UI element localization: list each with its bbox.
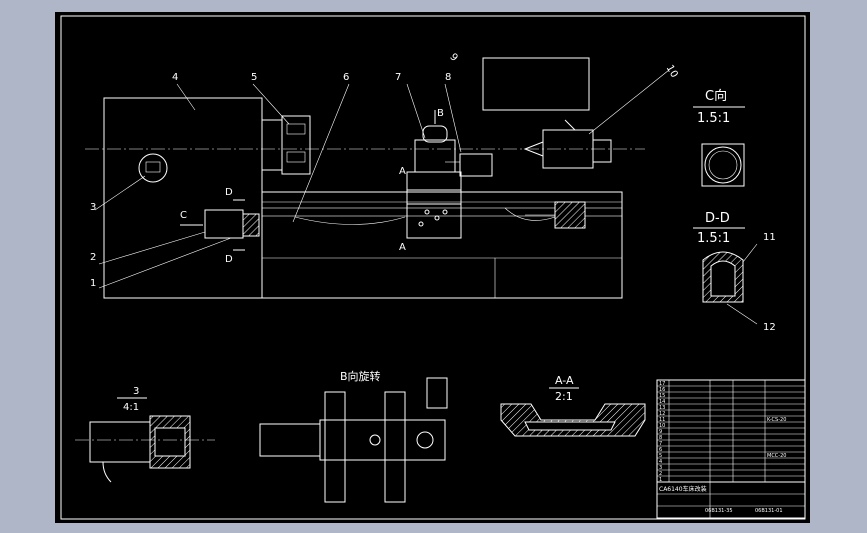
part-label-6: 6 — [343, 72, 349, 83]
arrow-c-label: C — [180, 210, 187, 221]
dd-view: D-D 1.5:1 11 12 — [693, 211, 776, 333]
svg-text:12: 12 — [659, 411, 665, 417]
arrow-d-label: D — [225, 187, 233, 198]
c-view-scale: 1.5:1 — [697, 111, 730, 126]
part-8 — [459, 153, 493, 177]
svg-text:15: 15 — [659, 393, 665, 399]
svg-text:8: 8 — [659, 435, 662, 441]
drawing-border — [60, 15, 806, 520]
detail3-number: 3 — [133, 386, 139, 397]
part-label-10: 10 — [664, 63, 680, 80]
svg-text:13: 13 — [659, 405, 665, 411]
svg-text:K-CS-20: K-CS-20 — [767, 417, 786, 423]
title-block: 17 16 15 14 13 12 11 10 9 8 7 6 5 4 3 2 … — [656, 379, 806, 519]
svg-text:5: 5 — [659, 453, 662, 459]
tool-post — [414, 139, 456, 173]
dd-view-scale: 1.5:1 — [697, 231, 730, 246]
aa-view-scale: 2:1 — [555, 390, 573, 403]
part-label-2: 2 — [90, 252, 96, 263]
motor-left — [204, 209, 244, 239]
b-rotated-view: B向旋转 — [259, 369, 448, 503]
svg-text:10: 10 — [659, 423, 665, 429]
lathe-bed — [261, 191, 623, 299]
part-3-circle — [138, 153, 168, 183]
detail3-scale: 4:1 — [123, 402, 139, 413]
part-label-8: 8 — [445, 72, 451, 83]
svg-text:CA6140车床改装: CA6140车床改装 — [659, 485, 707, 493]
aa-section-view: A-A 2:1 — [500, 374, 646, 437]
svg-text:MCC-20: MCC-20 — [767, 453, 786, 459]
svg-text:3: 3 — [659, 465, 662, 471]
part-label-9: 9 — [447, 52, 459, 64]
lead-screw — [261, 207, 623, 217]
arrow-d2-label: D — [225, 254, 233, 265]
part-label-12: 12 — [763, 322, 776, 333]
chuck — [281, 115, 311, 175]
b-view-title: B向旋转 — [340, 369, 381, 383]
svg-text:1: 1 — [659, 477, 662, 483]
part-label-7: 7 — [395, 72, 401, 83]
detail-3-view: 3 4:1 — [75, 386, 215, 483]
part-label-3: 3 — [90, 202, 96, 213]
svg-text:14: 14 — [659, 399, 665, 405]
c-view-title: C向 — [705, 88, 727, 104]
aa-view-title: A-A — [555, 374, 574, 387]
svg-text:4: 4 — [659, 459, 662, 465]
svg-text:06B131-01: 06B131-01 — [755, 508, 783, 514]
arrow-b-label: B — [437, 108, 444, 119]
headstock — [103, 97, 263, 299]
lathe-assembly-drawing: 4 5 6 7 8 9 10 3 2 1 C D D A A B — [60, 15, 806, 520]
part-label-4: 4 — [172, 72, 178, 83]
svg-text:16: 16 — [659, 387, 665, 393]
svg-text:2: 2 — [659, 471, 662, 477]
svg-text:7: 7 — [659, 441, 662, 447]
svg-text:9: 9 — [659, 429, 662, 435]
carriage — [406, 171, 462, 205]
arrow-a-label: A — [399, 166, 406, 177]
c-view: C向 1.5:1 — [693, 88, 745, 187]
part-9-box — [482, 57, 590, 111]
part-label-1: 1 — [90, 278, 96, 289]
main-view: 4 5 6 7 8 9 10 3 2 1 C D D A A B — [85, 52, 680, 299]
svg-text:06B131-35: 06B131-35 — [705, 508, 733, 514]
svg-text:17: 17 — [659, 381, 665, 387]
part-label-5: 5 — [251, 72, 257, 83]
svg-text:11: 11 — [659, 417, 665, 423]
part-label-11: 11 — [763, 232, 776, 243]
arrow-a2-label: A — [399, 242, 406, 253]
drawing-canvas[interactable]: 4 5 6 7 8 9 10 3 2 1 C D D A A B — [55, 12, 810, 523]
svg-text:6: 6 — [659, 447, 662, 453]
dd-view-title: D-D — [705, 211, 730, 226]
